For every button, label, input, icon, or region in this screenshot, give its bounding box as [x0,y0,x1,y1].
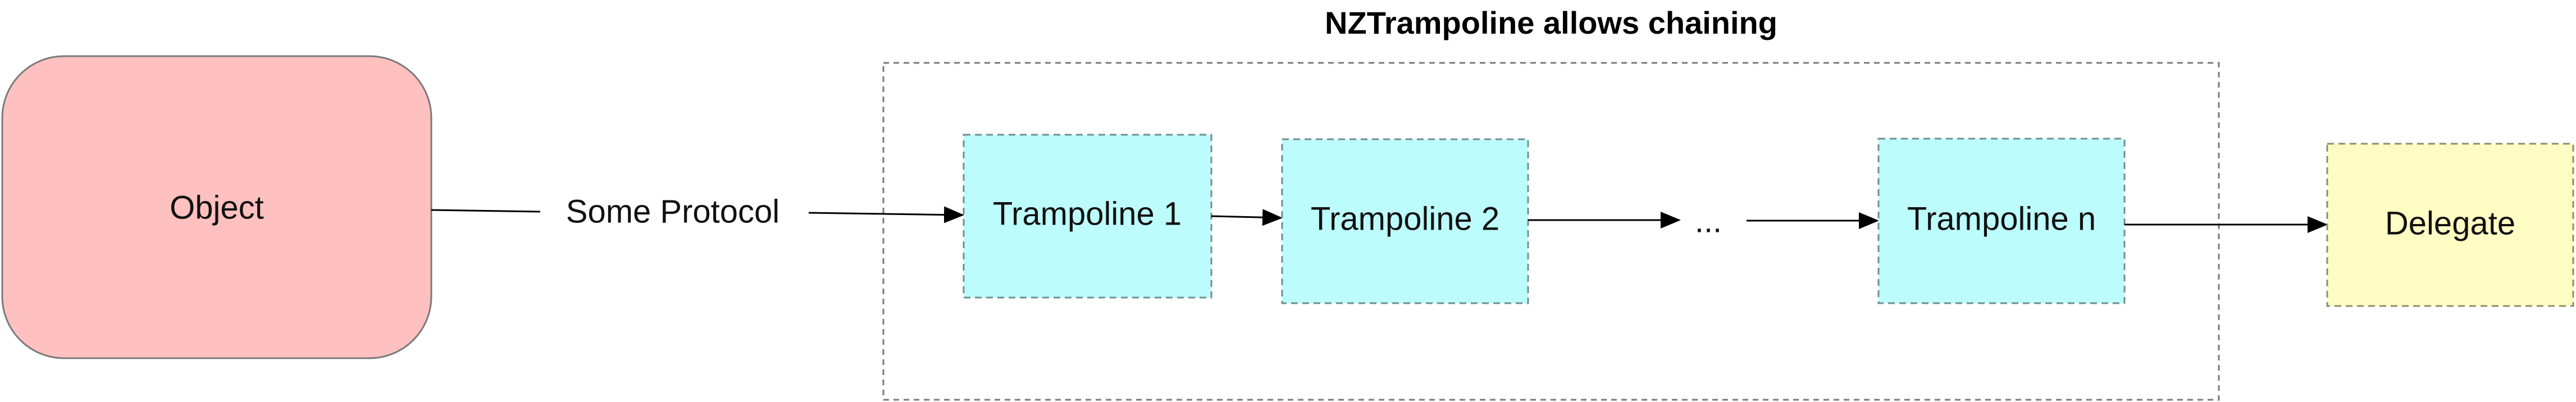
trampoline-2-node [1281,138,1529,304]
trampoline-1-label: Trampoline 1 [993,195,1182,232]
delegate-label: Delegate [2385,205,2515,241]
trampoline-1-node [963,134,1212,299]
delegate-node [2326,143,2574,307]
edge-protocol-to-trampoline-1 [808,206,964,223]
chain-group-title: NZTrampoline allows chaining [1325,5,1777,40]
edge-trampoline-1-to-trampoline-2 [1211,209,1283,226]
object-node [1,55,432,359]
edge-label-some-protocol: Some Protocol [566,193,779,230]
edge-object-to-protocol-label [431,209,541,213]
trampoline-2-label: Trampoline 2 [1311,200,1499,237]
trampoline-n-node [1877,138,2126,304]
chain-group-frame [882,62,2220,401]
trampoline-n-label: Trampoline n [1907,200,2096,237]
object-node-label: Object [170,189,264,226]
ellipsis-label: ... [1695,203,1722,239]
